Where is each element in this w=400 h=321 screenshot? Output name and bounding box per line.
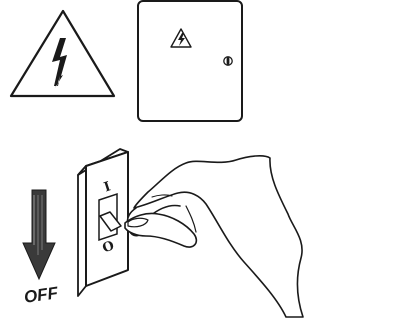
down-arrow-icon — [23, 190, 55, 279]
off-direction-label: OFF — [23, 283, 60, 307]
wall-switch — [78, 149, 128, 296]
hand-icon — [125, 156, 303, 317]
electrical-panel — [138, 1, 242, 121]
high-voltage-warning-icon — [11, 11, 114, 96]
keyhole-icon — [224, 57, 232, 65]
